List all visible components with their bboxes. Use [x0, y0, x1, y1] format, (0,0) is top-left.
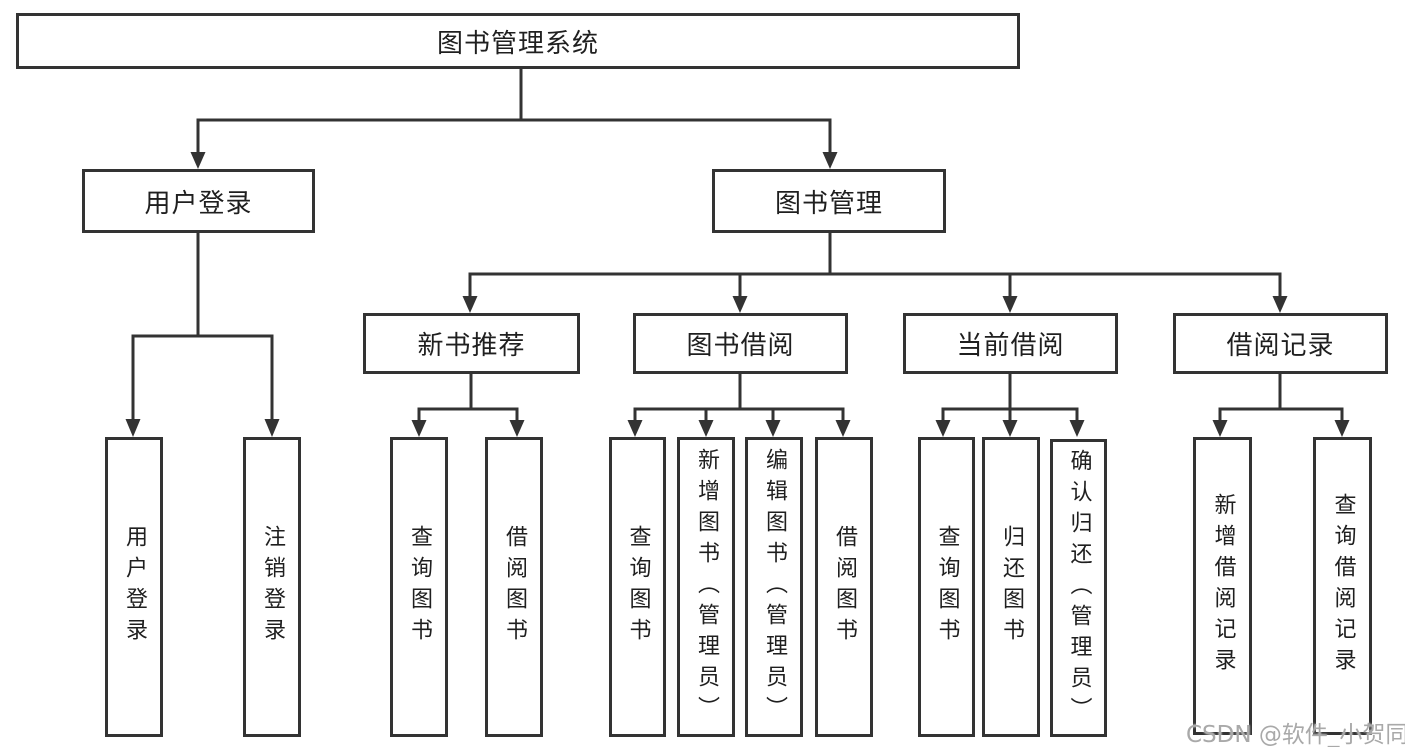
leaf-logout: 注销登录	[243, 437, 301, 737]
arrowheads	[125, 152, 1350, 437]
leaf-borrow-edit-books-admin: 编辑图书（管理员）	[745, 437, 803, 737]
leaf-user-login: 用户登录	[105, 437, 163, 737]
leaf-borrow-add-books-admin: 新增图书（管理员）	[677, 437, 735, 737]
leaf-borrow-borrow-books: 借阅图书	[815, 437, 873, 737]
leaf-records-add-record-label: 新增借阅记录	[1210, 493, 1236, 679]
node-current-borrowing-label: 当前借阅	[956, 331, 1065, 361]
leaf-current-query-books-label: 查询图书	[934, 525, 960, 649]
node-new-book-recommend: 新书推荐	[363, 313, 580, 374]
leaf-records-query-record-label: 查询借阅记录	[1330, 493, 1356, 679]
connector-paths	[131, 68, 1344, 421]
node-book-borrowing: 图书借阅	[633, 313, 848, 374]
leaf-borrow-query-books-label: 查询图书	[625, 525, 651, 649]
leaf-newbook-query-books: 查询图书	[390, 437, 448, 737]
node-book-borrowing-label: 图书借阅	[686, 331, 795, 361]
leaf-borrow-borrow-books-label: 借阅图书	[832, 525, 857, 649]
leaf-current-query-books: 查询图书	[918, 437, 975, 737]
leaf-current-return-books: 归还图书	[982, 437, 1040, 737]
csdn-watermark: CSDN @软件_小贺同学	[1186, 722, 1405, 747]
node-book-management-module-label: 图书管理	[774, 188, 883, 219]
leaf-newbook-borrow-books-label: 借阅图书	[502, 525, 527, 649]
node-root-system: 图书管理系统	[16, 13, 1020, 69]
leaf-newbook-query-books-label: 查询图书	[407, 525, 432, 649]
node-borrowing-records-label: 借阅记录	[1226, 331, 1335, 361]
leaf-borrow-edit-books-admin-label: 编辑图书（管理员）	[762, 447, 787, 727]
leaf-borrow-query-books: 查询图书	[609, 437, 666, 737]
leaf-borrow-add-books-admin-label: 新增图书（管理员）	[694, 447, 719, 727]
leaf-records-query-record: 查询借阅记录	[1313, 437, 1372, 735]
node-borrowing-records: 借阅记录	[1173, 313, 1388, 374]
leaf-user-login-label: 用户登录	[122, 525, 147, 649]
leaf-current-confirm-return-admin-label: 确认归还（管理员）	[1066, 448, 1092, 728]
node-user-login-module-label: 用户登录	[144, 188, 253, 219]
leaf-newbook-borrow-books: 借阅图书	[485, 437, 543, 737]
leaf-records-add-record: 新增借阅记录	[1193, 437, 1252, 735]
node-user-login-module: 用户登录	[82, 169, 315, 233]
leaf-current-confirm-return-admin: 确认归还（管理员）	[1050, 439, 1107, 737]
node-book-management-module: 图书管理	[712, 169, 946, 233]
node-current-borrowing: 当前借阅	[903, 313, 1118, 374]
leaf-logout-label: 注销登录	[260, 525, 285, 649]
node-new-book-recommend-label: 新书推荐	[417, 331, 526, 361]
node-root-system-label: 图书管理系统	[436, 28, 599, 59]
leaf-current-return-books-label: 归还图书	[999, 525, 1024, 649]
